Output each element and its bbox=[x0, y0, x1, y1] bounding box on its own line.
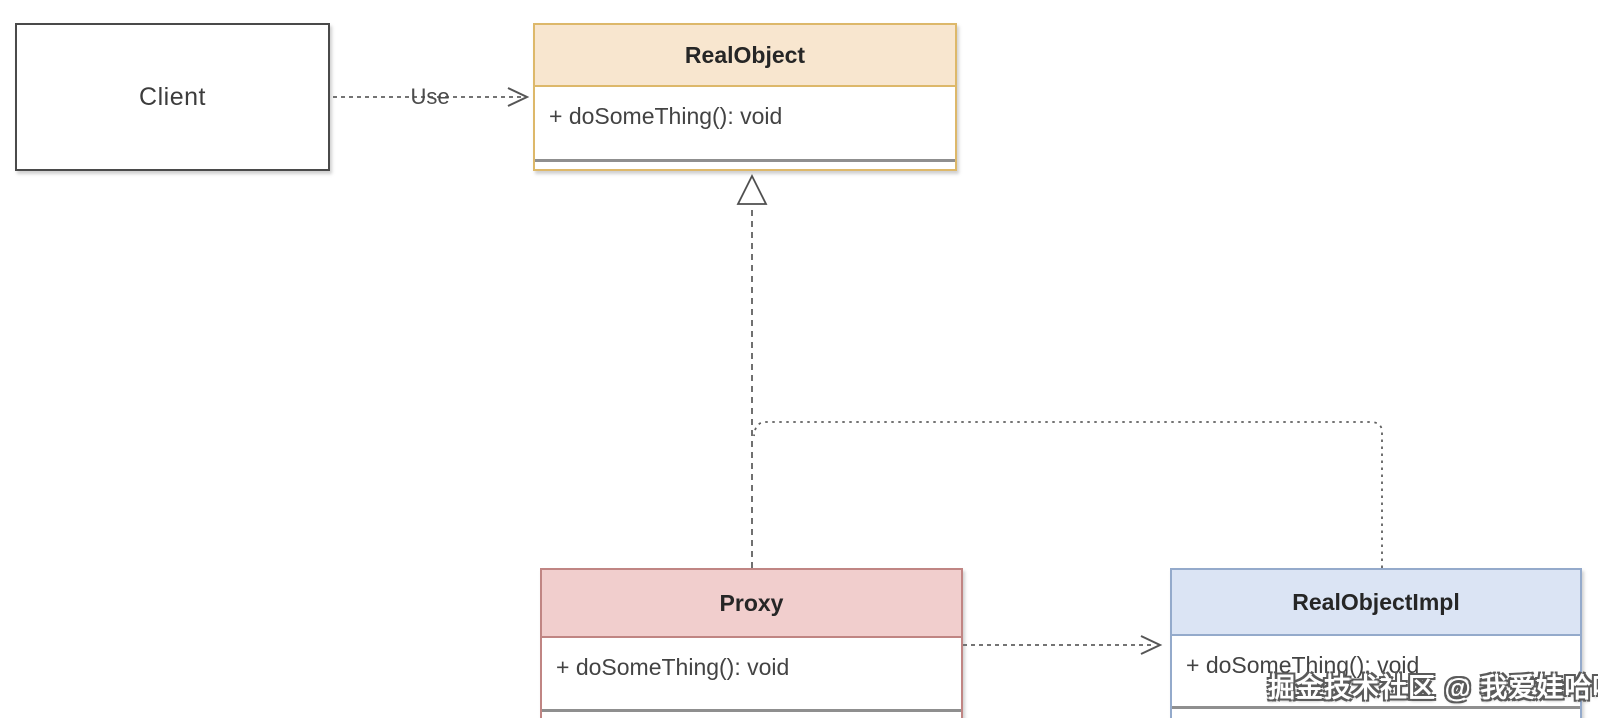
empty-compartment-separator bbox=[535, 159, 955, 162]
class-box-realobjectimpl: RealObjectImpl + doSomeThing(): void bbox=[1170, 568, 1582, 718]
class-method-realobjectimpl: + doSomeThing(): void bbox=[1186, 652, 1420, 678]
use-dependency-open-arrow-icon bbox=[507, 87, 530, 107]
class-name-realobjectimpl: RealObjectImpl bbox=[1292, 588, 1460, 615]
class-header-proxy: Proxy bbox=[542, 570, 961, 638]
empty-compartment-separator bbox=[1172, 706, 1580, 709]
watermark-text: 掘金技术社区 @ 我爱娃哈哈 bbox=[1268, 673, 1598, 703]
proxy-to-impl-open-arrow-icon bbox=[1140, 635, 1163, 655]
realization-triangle-icon bbox=[736, 173, 768, 205]
class-method-realobject: + doSomeThing(): void bbox=[549, 103, 783, 129]
class-box-realobject: RealObject + doSomeThing(): void bbox=[533, 23, 957, 171]
class-header-realobject: RealObject bbox=[535, 25, 955, 87]
class-method-proxy: + doSomeThing(): void bbox=[556, 654, 790, 680]
class-box-client: Client bbox=[15, 23, 330, 171]
use-edge-label: Use bbox=[410, 84, 450, 109]
class-header-realobjectimpl: RealObjectImpl bbox=[1172, 570, 1580, 636]
class-name-client: Client bbox=[139, 82, 206, 111]
empty-compartment-separator bbox=[542, 709, 961, 712]
impl-realization-edge bbox=[753, 421, 1383, 568]
class-name-realobject: RealObject bbox=[684, 41, 806, 68]
class-box-proxy: Proxy + doSomeThing(): void bbox=[540, 568, 963, 718]
class-name-proxy: Proxy bbox=[719, 589, 784, 616]
